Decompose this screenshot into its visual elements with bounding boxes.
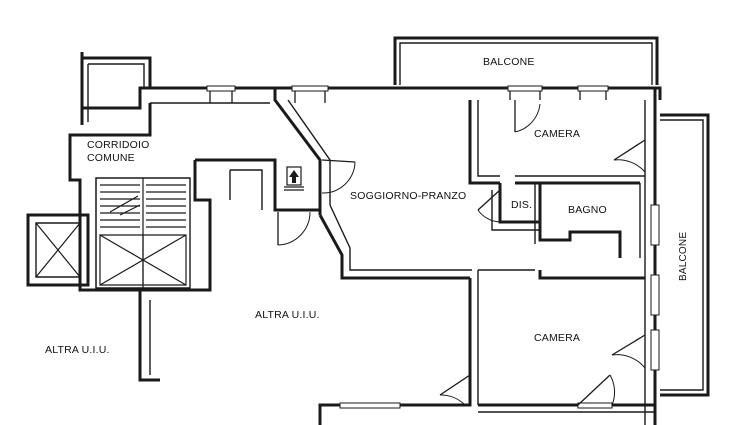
balcony-right (660, 113, 710, 397)
interior-walls (468, 100, 645, 280)
common-corridor-label-2: COMUNE (87, 152, 135, 164)
balcony-top-label: BALCONE (483, 56, 535, 68)
room-label-camera-top: CAMERA (534, 128, 580, 140)
room-label-bagno: BAGNO (568, 204, 607, 216)
room-label-soggiorno-pranzo: SOGGIORNO-PRANZO (350, 190, 466, 202)
entrance-arrow-icon (284, 166, 304, 191)
balcony-top (393, 36, 659, 85)
label-altra-uiu-center: ALTRA U.I.U. (255, 309, 320, 321)
balcony-right-label: BALCONE (678, 232, 689, 281)
windows (206, 85, 660, 409)
label-altra-uiu-left: ALTRA U.I.U. (45, 344, 110, 356)
lift-shaft (35, 222, 81, 278)
staircase (95, 177, 191, 289)
common-corridor-box (80, 52, 152, 125)
room-label-dis: DIS. (511, 199, 532, 211)
room-label-camera-bottom: CAMERA (534, 332, 580, 344)
building-walls (26, 86, 662, 425)
doors (209, 91, 646, 406)
common-corridor-label: CORRIDOIO (87, 139, 149, 151)
